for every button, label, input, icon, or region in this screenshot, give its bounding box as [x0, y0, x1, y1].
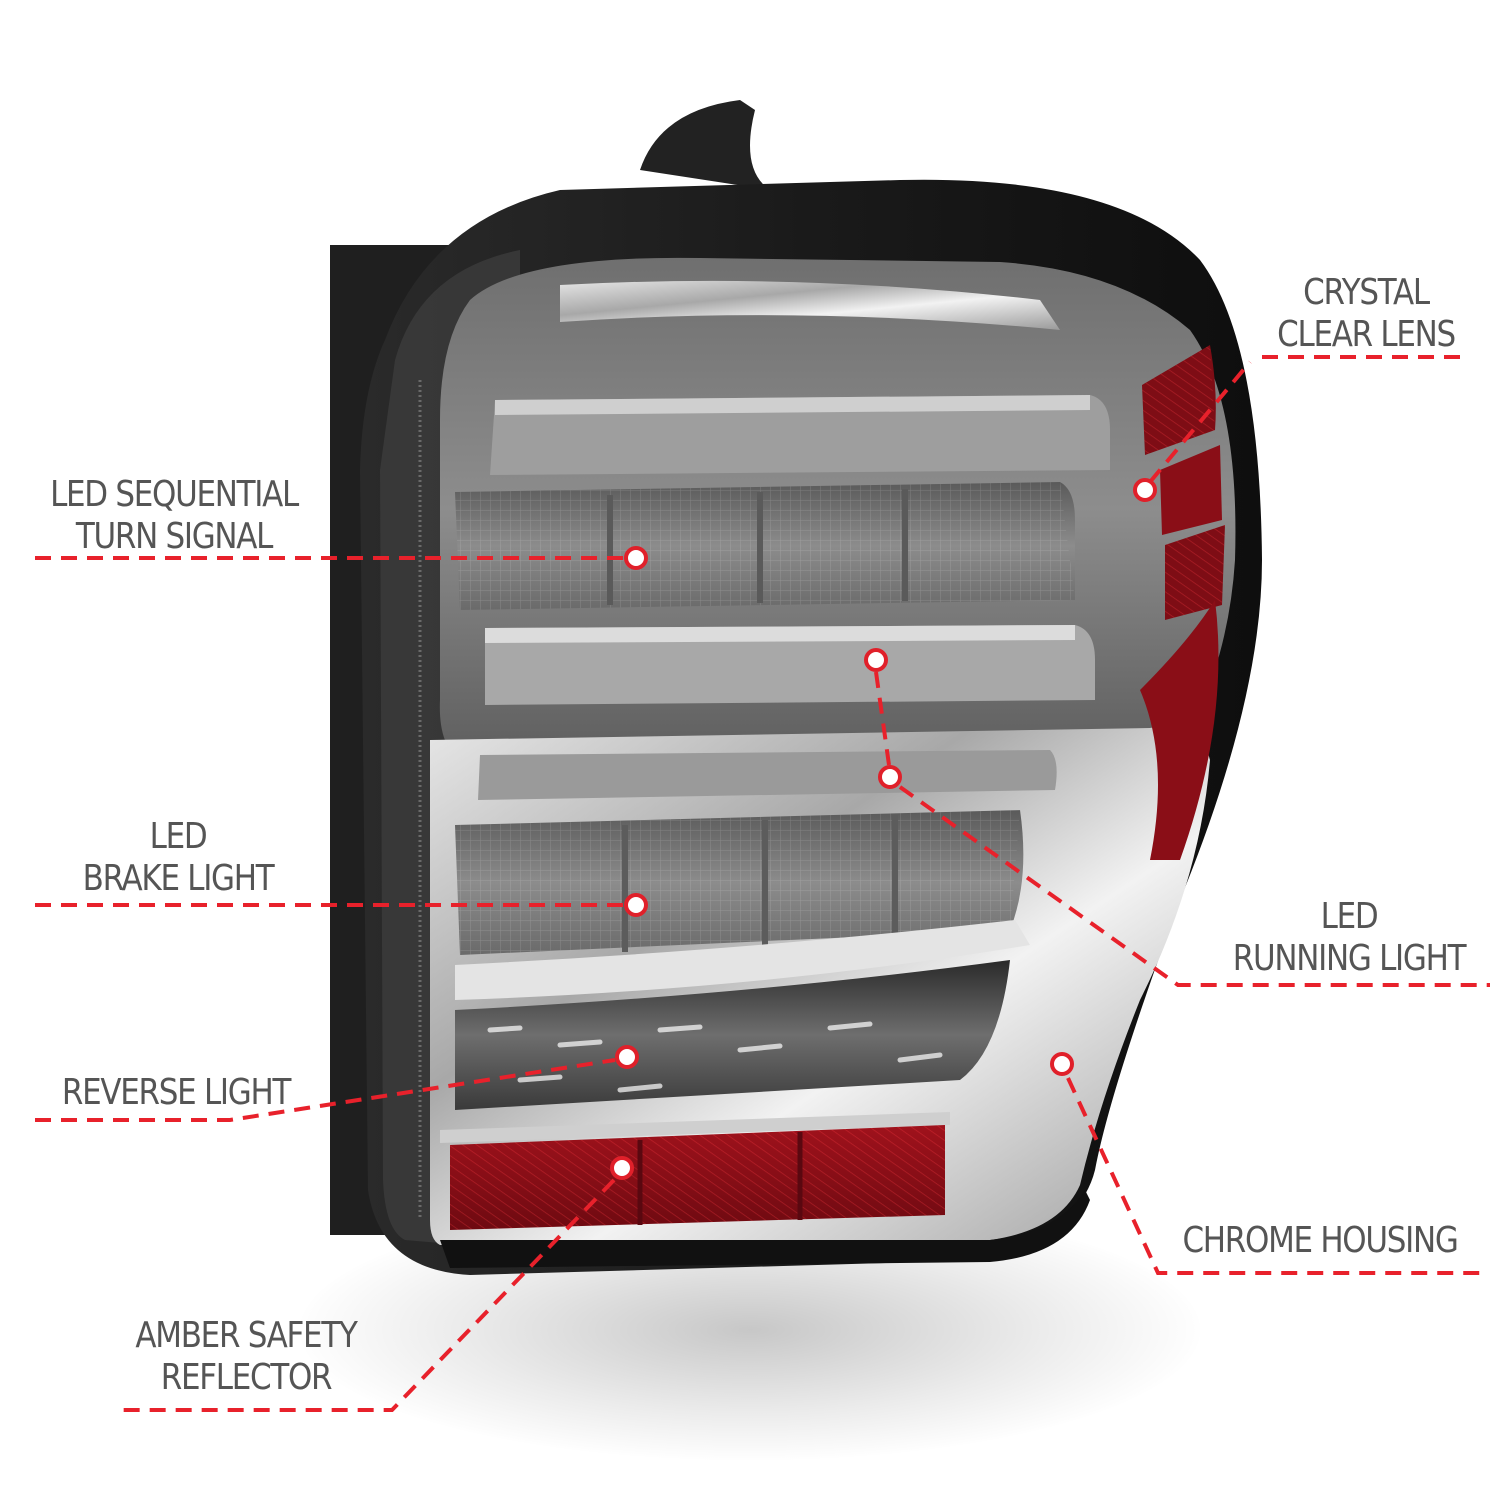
label-line: RUNNING LIGHT	[1232, 938, 1467, 979]
turn-signal-marker	[624, 546, 648, 570]
label-reverse-light: REVERSE LIGHT	[47, 1072, 305, 1114]
reflector-marker	[610, 1156, 634, 1180]
label-line: LED	[1320, 896, 1379, 937]
running-light-marker-lower	[878, 765, 902, 789]
label-chrome-housing: CHROME HOUSING	[1165, 1220, 1475, 1262]
label-line: LED	[149, 816, 208, 857]
label-line: REVERSE LIGHT	[61, 1072, 291, 1113]
label-line: CHROME HOUSING	[1182, 1220, 1458, 1261]
label-led-sequential-turn-signal: LED SEQUENTIAL TURN SIGNAL	[36, 474, 311, 558]
label-crystal-clear-lens: CRYSTAL CLEAR LENS	[1265, 272, 1468, 356]
label-line: CLEAR LENS	[1277, 314, 1456, 355]
running-light-marker-upper	[864, 648, 888, 672]
label-led-brake-light: LED BRAKE LIGHT	[49, 816, 307, 900]
label-amber-safety-reflector: AMBER SAFETY REFLECTOR	[117, 1315, 375, 1399]
chrome-housing-marker	[1050, 1052, 1074, 1076]
label-line: TURN SIGNAL	[75, 516, 274, 557]
reverse-light-marker	[615, 1045, 639, 1069]
brake-light-marker	[624, 893, 648, 917]
crystal-lens-marker	[1133, 478, 1157, 502]
label-line: REFLECTOR	[160, 1357, 333, 1398]
label-led-running-light: LED RUNNING LIGHT	[1212, 896, 1485, 980]
label-line: CRYSTAL	[1303, 272, 1430, 313]
label-line: BRAKE LIGHT	[82, 858, 275, 899]
label-line: AMBER SAFETY	[135, 1315, 357, 1356]
label-line: LED SEQUENTIAL	[50, 474, 299, 515]
